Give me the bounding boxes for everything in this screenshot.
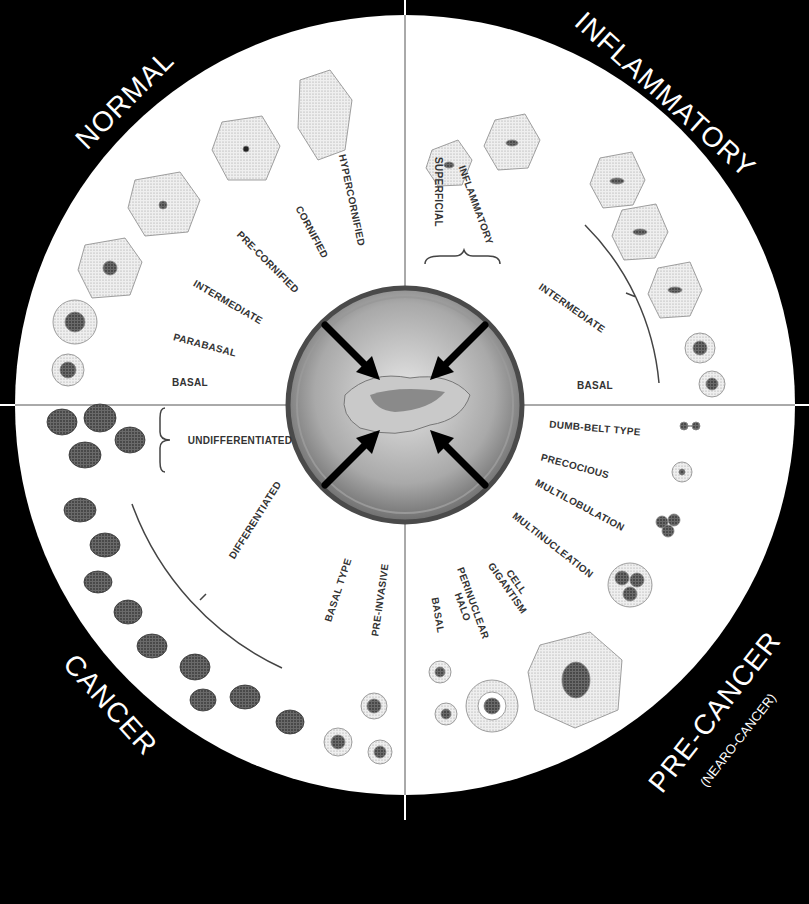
stage-label: BASAL — [172, 377, 208, 388]
stage-label: BASAL — [577, 380, 613, 391]
stage-label: SUPERFICIAL — [433, 157, 444, 227]
stage-label: UNDIFFERENTIATED — [188, 435, 293, 446]
